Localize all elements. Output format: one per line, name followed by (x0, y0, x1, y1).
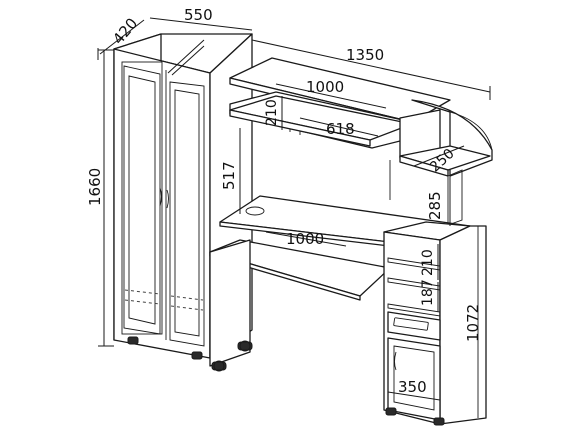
dim-top-shelf-width: 1000 (306, 78, 344, 96)
desk (209, 195, 471, 372)
dim-niche-height: 285 (426, 191, 444, 220)
dim-pedestal-height: 1072 (464, 304, 482, 342)
dimension-lines (97, 17, 491, 404)
dim-wardrobe-width: 550 (184, 6, 213, 24)
dim-total-height: 1660 (86, 168, 104, 206)
pedestal (383, 221, 487, 426)
hutch (229, 57, 493, 226)
dim-pedestal-niche-height: 187 (420, 279, 436, 306)
dim-desk-width: 1000 (286, 230, 324, 248)
dim-pedestal-width: 350 (398, 378, 427, 396)
dim-niche-width: 618 (326, 120, 355, 138)
dim-total-width: 1350 (346, 46, 384, 64)
dim-top-shelf-height: 210 (264, 99, 280, 126)
dim-hutch-height: 517 (220, 161, 238, 190)
dim-pedestal-shelf-height: 210 (420, 249, 436, 276)
